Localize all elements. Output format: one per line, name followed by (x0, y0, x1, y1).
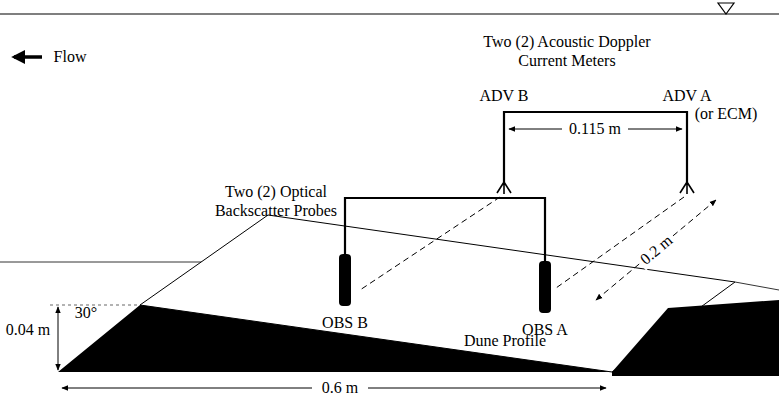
dimension-arrow (596, 200, 716, 300)
dune-profile (612, 300, 779, 376)
instrument-heading: Two (2) Optical Backscatter Probes (211, 182, 341, 220)
flume-wall-line (0, 262, 210, 263)
obs-probe (539, 261, 551, 313)
instrument-note: (or ECM) (695, 104, 758, 123)
obs-probe (339, 254, 351, 306)
instrument-label: ADV A (662, 86, 711, 105)
dimension-label: 0.04 m (6, 320, 50, 339)
water-level-symbol (718, 3, 734, 14)
dimension-arrow (62, 388, 312, 389)
dimension-label: 0.6 m (322, 378, 358, 397)
flume-wall-line (735, 282, 779, 290)
measurement-line (556, 197, 684, 288)
adv-head (680, 182, 694, 194)
measurement-line (360, 197, 500, 290)
instrument-label: OBS B (322, 313, 368, 332)
adv-bracket (504, 112, 687, 182)
obs-bracket (345, 198, 545, 263)
adv-head (497, 182, 511, 194)
dimension-arrow (58, 307, 59, 370)
flow-arrow (14, 55, 42, 59)
angle-label: 30° (75, 303, 97, 322)
water-surface (0, 13, 779, 14)
flow-label: Flow (54, 47, 87, 66)
dimension-arrow (628, 129, 682, 130)
dune-label: Dune Profile (464, 331, 546, 350)
instrument-heading: Two (2) Acoustic Doppler Current Meters (472, 32, 662, 70)
dimension-label: 0.2 m (634, 229, 679, 271)
dimension-arrow (368, 388, 606, 389)
instrument-label: ADV B (479, 86, 528, 105)
dimension-label: 0.115 m (569, 119, 621, 138)
dimension-arrow (509, 129, 562, 130)
